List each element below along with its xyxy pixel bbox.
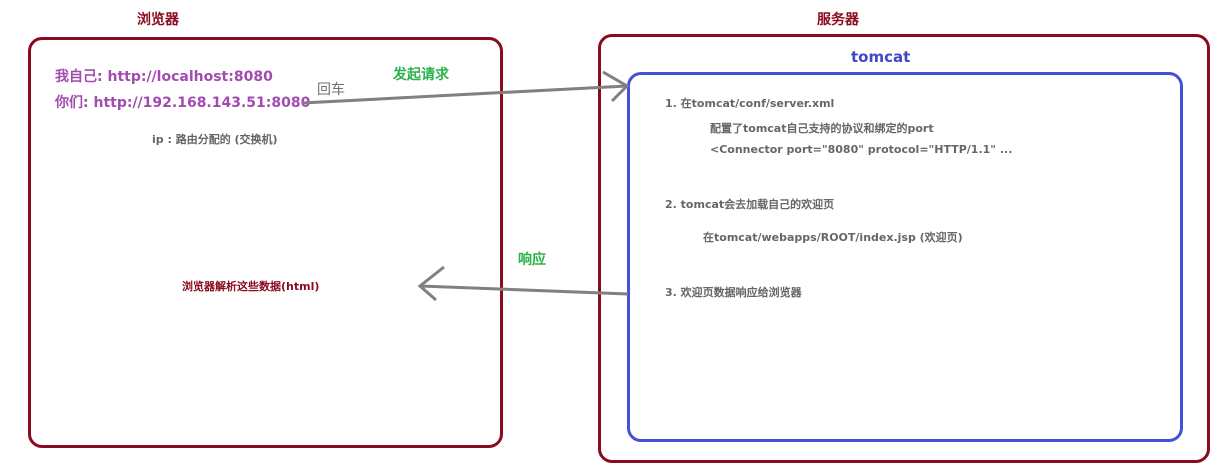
response-arrow-head [417,265,445,302]
browser-title: 浏览器 [137,12,179,28]
step-3: 3. 欢迎页数据响应给浏览器 [665,286,802,299]
response-arrow-line [419,284,629,296]
response-label: 响应 [518,252,546,268]
url-self: 我自己: http://localhost:8080 [55,69,273,85]
ip-note: ip : 路由分配的 (交换机) [152,133,278,146]
url-others: 你们: http://192.168.143.51:8080 [55,95,311,111]
step-1-connector: <Connector port="8080" protocol="HTTP/1.… [710,143,1013,156]
server-title: 服务器 [817,12,859,28]
request-arrow-head [602,70,630,103]
request-arrow-line [301,84,628,105]
response-arrow [417,265,629,302]
request-arrow [301,70,630,105]
server-box [598,34,1210,463]
enter-label: 回车 [317,82,345,98]
request-label: 发起请求 [393,67,449,83]
tomcat-title: tomcat [851,48,911,66]
parse-note: 浏览器解析这些数据(html) [182,280,320,293]
step-1-detail: 配置了tomcat自己支持的协议和绑定的port [710,122,934,135]
tomcat-box [627,72,1183,442]
step-2: 2. tomcat会去加载自己的欢迎页 [665,198,835,211]
step-1: 1. 在tomcat/conf/server.xml [665,97,835,110]
browser-box [28,37,503,448]
step-2-detail: 在tomcat/webapps/ROOT/index.jsp (欢迎页) [703,231,963,244]
